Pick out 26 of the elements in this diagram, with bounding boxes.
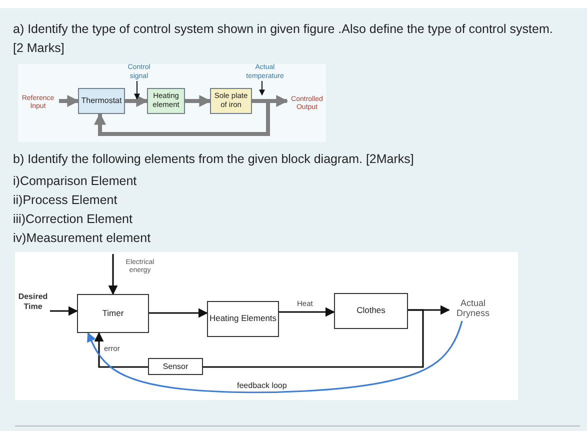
arrow — [50, 306, 78, 316]
output-label: Actual Dryness — [449, 295, 497, 321]
arrow — [108, 254, 118, 295]
leader-line — [134, 80, 140, 100]
question-text: a) Identify the type of control system shown in given figure .Also define the type of control system.[2 Marks] — [13, 21, 554, 57]
arrow — [94, 332, 148, 368]
question-text: b) Identify the following elements from the given block diagram. [2Marks] — [13, 151, 415, 168]
process-box: Clothes — [334, 293, 408, 329]
list-item: i)Comparison Element — [13, 173, 138, 190]
list-item: ii)Process Element — [13, 192, 118, 209]
process-box: Thermostat — [78, 88, 125, 114]
arrow — [149, 308, 208, 318]
process-box: Timer — [77, 294, 149, 333]
input-label: Desired Time — [16, 291, 50, 312]
arrow — [94, 99, 270, 136]
list-item: iii)Correction Element — [13, 211, 134, 228]
list-item: iv)Measurement element — [13, 230, 152, 247]
arrow — [125, 95, 148, 107]
edge-label: feedback loop — [236, 382, 288, 391]
arrow — [87, 320, 463, 394]
arrow — [185, 95, 212, 107]
process-box: Heating Elements — [207, 301, 279, 337]
arrow — [59, 95, 80, 107]
process-box: Sensor — [148, 358, 203, 375]
leader-line — [259, 80, 265, 96]
arrow — [279, 307, 335, 317]
